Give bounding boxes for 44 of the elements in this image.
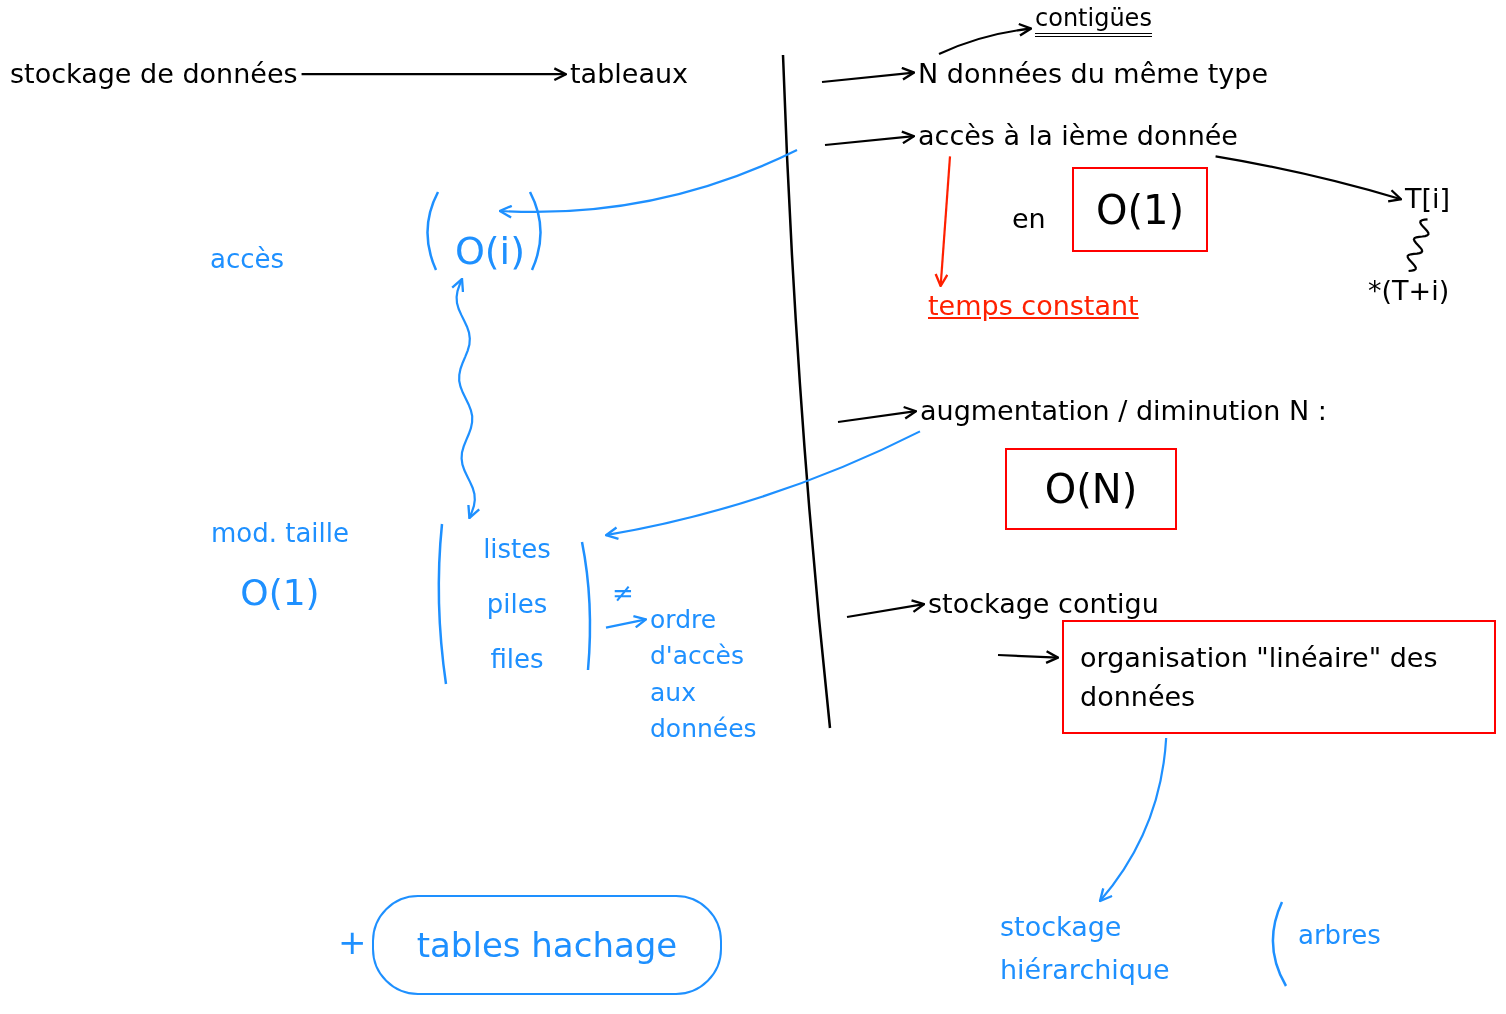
arrow	[605, 614, 648, 629]
arrow	[824, 130, 916, 147]
note-text: O(N)	[1044, 465, 1138, 513]
note-text: O(1)	[240, 571, 320, 615]
note-text: ordre d'accès aux données	[650, 602, 770, 747]
note-text: en	[1012, 203, 1046, 234]
wavy-arrow	[451, 277, 481, 520]
note-text: O(i)	[454, 229, 525, 275]
list-item: listes	[483, 533, 551, 566]
note-text: arbres	[1298, 920, 1381, 950]
note-text: tables hachage	[416, 924, 678, 966]
note-text: stockage de données	[10, 58, 298, 91]
note-text: temps constant	[928, 290, 1139, 323]
arrow	[301, 67, 568, 82]
arrow	[934, 156, 952, 288]
code-text: T[i]	[1405, 183, 1451, 216]
arrow	[498, 149, 798, 219]
arrow	[846, 599, 926, 619]
note-text: accès à la ième donnée	[918, 120, 1238, 153]
note-text: accès	[210, 243, 285, 275]
note-text: stockage contigu	[928, 588, 1159, 621]
arrow	[1098, 737, 1168, 903]
note-text: O(1)	[1095, 185, 1185, 234]
arrow	[997, 650, 1060, 665]
arrow	[938, 23, 1033, 55]
note-text: tableaux	[570, 58, 689, 91]
arrow	[1215, 155, 1403, 203]
rounded-outline	[372, 895, 722, 995]
complexity-box	[1072, 167, 1208, 252]
note-text: N données du même type	[918, 58, 1269, 91]
list-item: files	[490, 643, 544, 676]
note-text: contigües	[1035, 4, 1152, 37]
note-text: organisation "linéaire" des données	[1080, 640, 1439, 714]
list-item: piles	[486, 588, 548, 621]
complexity-box	[1005, 448, 1177, 530]
note-text: augmentation / diminution N :	[920, 395, 1327, 428]
code-text: *(T+i)	[1368, 275, 1450, 308]
note-text: stockage hiérarchique	[1000, 905, 1200, 992]
note-text: +	[338, 922, 367, 962]
arrow	[837, 405, 918, 424]
arrow	[604, 430, 921, 540]
highlight-box	[1062, 620, 1496, 734]
arrow	[821, 66, 916, 84]
note-text: mod. taille	[210, 518, 350, 550]
